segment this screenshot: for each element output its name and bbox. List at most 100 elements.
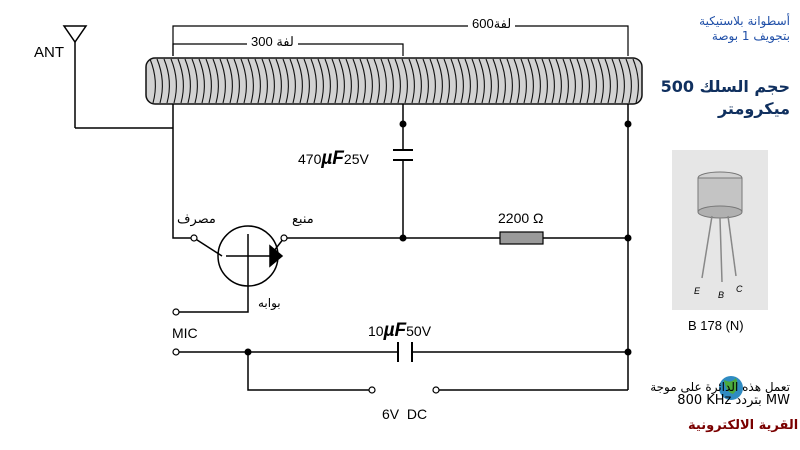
coil-turn	[506, 58, 513, 104]
coil-turn	[534, 58, 541, 104]
transistor-illustration	[697, 171, 743, 283]
coil-turn	[450, 58, 457, 104]
pin-c-label: C	[736, 284, 743, 294]
coil-former	[145, 57, 643, 105]
capacitor-2-label: 10µF50V	[368, 320, 431, 342]
transistor-photo: E B C	[672, 150, 768, 310]
antenna-label: ANT	[34, 44, 64, 61]
drain-label: مصرف	[177, 212, 216, 227]
coil-turn	[597, 58, 604, 104]
capacitor-10uf	[397, 342, 413, 362]
coil-turn	[604, 58, 611, 104]
coil-turn	[527, 58, 534, 104]
coil-turn	[296, 58, 303, 104]
coil-turn	[485, 58, 492, 104]
pin-e-label: E	[694, 286, 701, 296]
wiring	[172, 104, 629, 391]
coil-turn	[163, 58, 170, 104]
coil-turn	[520, 58, 527, 104]
coil-turn	[149, 58, 156, 104]
resistor-2200	[499, 231, 544, 245]
coil-turn	[401, 58, 408, 104]
coil-turn	[569, 58, 576, 104]
coil-turn	[611, 58, 618, 104]
coil-turn	[478, 58, 485, 104]
coil-turn	[233, 58, 240, 104]
coil-turn	[499, 58, 506, 104]
coil-turn	[240, 58, 247, 104]
capacitor-1-label: 470µF25V	[298, 148, 369, 170]
coil-turn	[415, 58, 422, 104]
coil-turn	[492, 58, 499, 104]
coil-turn	[268, 58, 275, 104]
coil-turn	[226, 58, 233, 104]
antenna-icon	[62, 25, 174, 129]
source-label: منبع	[292, 212, 314, 227]
capacitor-1-value: 470	[298, 151, 322, 167]
coil-turn	[541, 58, 548, 104]
coil-turn	[170, 58, 177, 104]
capacitor-2-value: 10	[368, 323, 384, 339]
coil-turn	[156, 58, 163, 104]
coil-turn	[191, 58, 198, 104]
footer-note: تعمل هذه الدائرة على موجة 800 KHz بتردد …	[610, 380, 790, 408]
capacitor-2-voltage: 50V	[406, 323, 432, 339]
coil-turn	[576, 58, 583, 104]
coil-turn	[394, 58, 401, 104]
coil-turn	[513, 58, 520, 104]
coil-turn	[205, 58, 212, 104]
coil-turn	[198, 58, 205, 104]
coil-turn	[471, 58, 478, 104]
coil-turn	[345, 58, 352, 104]
gate-label: بوابه	[258, 296, 281, 310]
pin-b-label: B	[718, 290, 725, 300]
coil-turn	[625, 58, 632, 104]
turns-600-label: 600لفة	[468, 16, 516, 32]
coil-turn	[366, 58, 373, 104]
coil-turn	[331, 58, 338, 104]
power-label: 6V DC	[382, 406, 428, 422]
watermark-text: القرية الالكترونية	[688, 418, 799, 433]
coil-turn	[324, 58, 331, 104]
coil-turn	[317, 58, 324, 104]
coil-turn	[219, 58, 226, 104]
coil-turn	[562, 58, 569, 104]
coil-turn	[303, 58, 310, 104]
coil-turn	[408, 58, 415, 104]
coil-turn	[338, 58, 345, 104]
coil-turn	[373, 58, 380, 104]
wire-note-line-2: ميكرومتر	[717, 99, 790, 118]
footer-line-1: تعمل هذه الدائرة على موجة	[650, 380, 790, 394]
coil-windings	[149, 58, 639, 104]
coil-turn	[387, 58, 394, 104]
coil-turn	[247, 58, 254, 104]
capacitor-1-voltage: 25V	[343, 151, 369, 167]
coil-turn	[289, 58, 296, 104]
coil-turn	[352, 58, 359, 104]
coil-turn	[422, 58, 429, 104]
coil-turn	[436, 58, 443, 104]
coil-turn	[457, 58, 464, 104]
coil-turn	[254, 58, 261, 104]
coil-note-line-1: أسطوانة بلاستيكية	[699, 14, 790, 28]
coil-turn	[618, 58, 625, 104]
coil-turn	[464, 58, 471, 104]
turns-300-label: 300 لفة	[247, 34, 298, 50]
coil-turn	[443, 58, 450, 104]
coil-note-line-2: بتجويف 1 بوصة	[711, 29, 790, 43]
footer-line-2: 800 KHz بتردد MW	[677, 393, 790, 408]
coil-turn	[177, 58, 184, 104]
fet-symbol	[193, 225, 285, 287]
junction-dots	[244, 120, 632, 356]
coil-turn	[548, 58, 555, 104]
terminals	[172, 234, 440, 394]
coil-turn	[261, 58, 268, 104]
coil-turn	[583, 58, 590, 104]
coil-turn	[555, 58, 562, 104]
coil-turn	[184, 58, 191, 104]
coil-turn	[590, 58, 597, 104]
coil-turn	[380, 58, 387, 104]
coil-turn	[310, 58, 317, 104]
wire-note: حجم السلك 500 ميكرومتر	[640, 76, 790, 120]
